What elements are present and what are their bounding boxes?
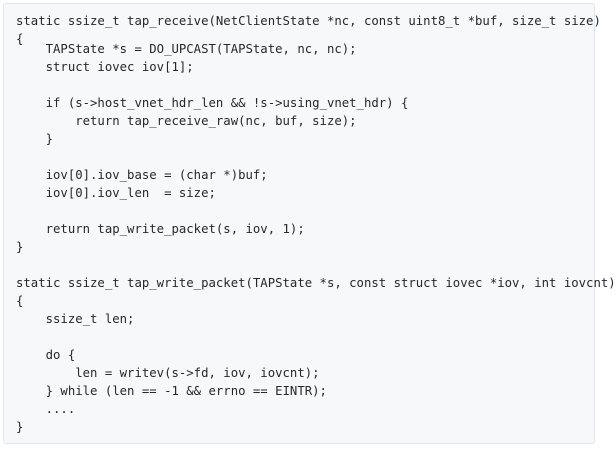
code-line (16, 148, 594, 166)
code-line: struct iovec iov[1]; (16, 60, 194, 74)
code-line: iov[0].iov_len = size; (16, 186, 216, 200)
code-line: } (16, 132, 54, 146)
code-line: iov[0].iov_base = (char *)buf; (16, 168, 268, 182)
code-line: len = writev(s->fd, iov, iovcnt); (16, 366, 320, 380)
code-content[interactable]: static ssize_t tap_receive(NetClientStat… (4, 4, 616, 443)
code-line (16, 328, 594, 346)
code-line (16, 202, 594, 220)
code-line: TAPState *s = DO_UPCAST(TAPState, nc, nc… (16, 42, 357, 56)
code-line: { (16, 294, 24, 308)
code-line: } while (len == -1 && errno == EINTR); (16, 384, 327, 398)
code-line: static ssize_t tap_write_packet(TAPState… (16, 276, 616, 290)
code-line: return tap_receive_raw(nc, buf, size); (16, 114, 357, 128)
code-line: return tap_write_packet(s, iov, 1); (16, 222, 305, 236)
code-line: if (s->host_vnet_hdr_len && !s->using_vn… (16, 96, 409, 110)
code-line (16, 76, 594, 94)
code-line: { (16, 32, 24, 46)
code-block[interactable]: static ssize_t tap_receive(NetClientStat… (3, 3, 616, 444)
code-line (16, 256, 594, 274)
code-line: } (16, 420, 24, 434)
code-line: ssize_t len; (16, 312, 135, 326)
code-line: } (16, 240, 24, 254)
code-line: .... (16, 402, 76, 416)
code-line: do { (16, 348, 76, 362)
code-line: static ssize_t tap_receive(NetClientStat… (16, 14, 601, 28)
